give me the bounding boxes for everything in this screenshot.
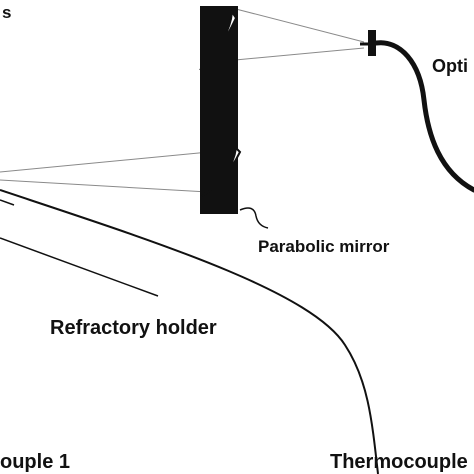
refractory-holder-edge [0,189,379,474]
ray-source-to-lower-mirror-bottom [0,179,209,193]
ray-upper-mirror-to-fiber-top [231,7,365,43]
light-rays [0,7,365,193]
upper-parabolic-mirror [199,9,238,71]
lower-parabolic-mirror [201,145,242,197]
mirror-mount-bar [200,6,238,214]
top-left-label-fragment: s [2,3,11,22]
parabolic-mirror-leader-line [239,207,269,229]
parabolic-mirror-label: Parabolic mirror [258,237,390,256]
holder-inner-line [0,237,159,297]
optical-fiber-cable [373,40,474,193]
holder-short-line [0,199,15,206]
thermocouple-label: Thermocouple [330,451,468,473]
optical-fiber-label: Opti [432,56,468,76]
thermocouple-1-label: ouple 1 [0,451,70,473]
refractory-holder-label: Refractory holder [50,317,217,339]
ray-upper-mirror-to-fiber-bottom [213,47,365,63]
fiber-connector [368,30,376,56]
ray-source-to-lower-mirror-top [0,149,231,173]
